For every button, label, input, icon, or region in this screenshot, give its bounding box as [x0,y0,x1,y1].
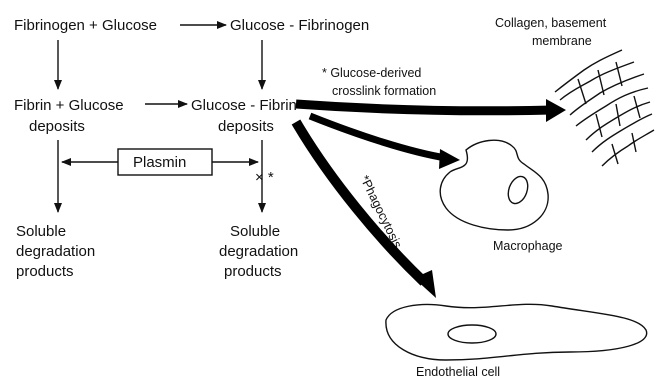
block-marks: × * [255,169,274,186]
label-glucose-fibrin-deposits: deposits [218,118,274,135]
label-glucose-fibrinogen: Glucose - Fibrinogen [230,17,369,34]
thick-arrow-collagen [296,104,552,111]
label-soluble-left-2: degradation [16,243,95,260]
label-crosslink-1: * Glucose-derived [322,66,421,80]
label-endothelial: Endothelial cell [416,365,500,379]
thick-arrow-macrophage-head [439,149,460,169]
label-soluble-right-3: products [224,263,282,280]
label-soluble-left-3: products [16,263,74,280]
label-macrophage: Macrophage [493,239,563,253]
label-soluble-right-1: Soluble [230,223,280,240]
thick-arrow-collagen-head [546,99,566,122]
thick-arrow-macrophage [310,116,446,158]
endothelial-cell [386,304,647,360]
label-fibrinogen-glucose: Fibrinogen + Glucose [14,17,157,34]
label-crosslink-2: crosslink formation [332,84,436,98]
label-soluble-right-2: degradation [219,243,298,260]
label-soluble-left-1: Soluble [16,223,66,240]
label-glucose-fibrin: Glucose - Fibrin [191,97,297,114]
label-collagen-1: Collagen, basement [495,16,607,30]
label-collagen-2: membrane [532,34,592,48]
label-fibrin-glucose-deposits: deposits [29,118,85,135]
label-fibrin-glucose: Fibrin + Glucose [14,97,124,114]
collagen-fibers-drawing [555,50,654,166]
macrophage-cell [440,140,548,230]
label-plasmin: Plasmin [133,154,186,171]
